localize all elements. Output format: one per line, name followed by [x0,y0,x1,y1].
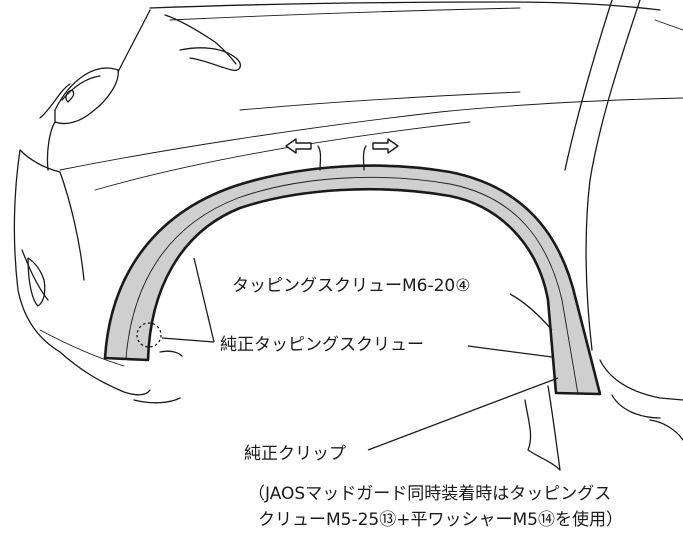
label-clip-oem: 純正クリップ [244,444,346,464]
fender-body [103,164,602,396]
car-body-outline [13,0,683,471]
label-screw-oem: 純正タッピングスクリュー [220,335,424,355]
label-screw-new: タッピングスクリューM6-20④ [232,276,471,296]
note-line-1: （JAOSマッドガード同時装着時はタッピングス [248,484,611,504]
right-arrow-icon [362,138,399,171]
leader-lines [161,257,559,451]
dotted-circle-icon [136,322,162,348]
left-arrow-icon [285,138,322,171]
note-line-2: クリューM5-25⑬+平ワッシャーM5⑭を使用） [258,509,623,530]
over-fender [103,164,602,396]
